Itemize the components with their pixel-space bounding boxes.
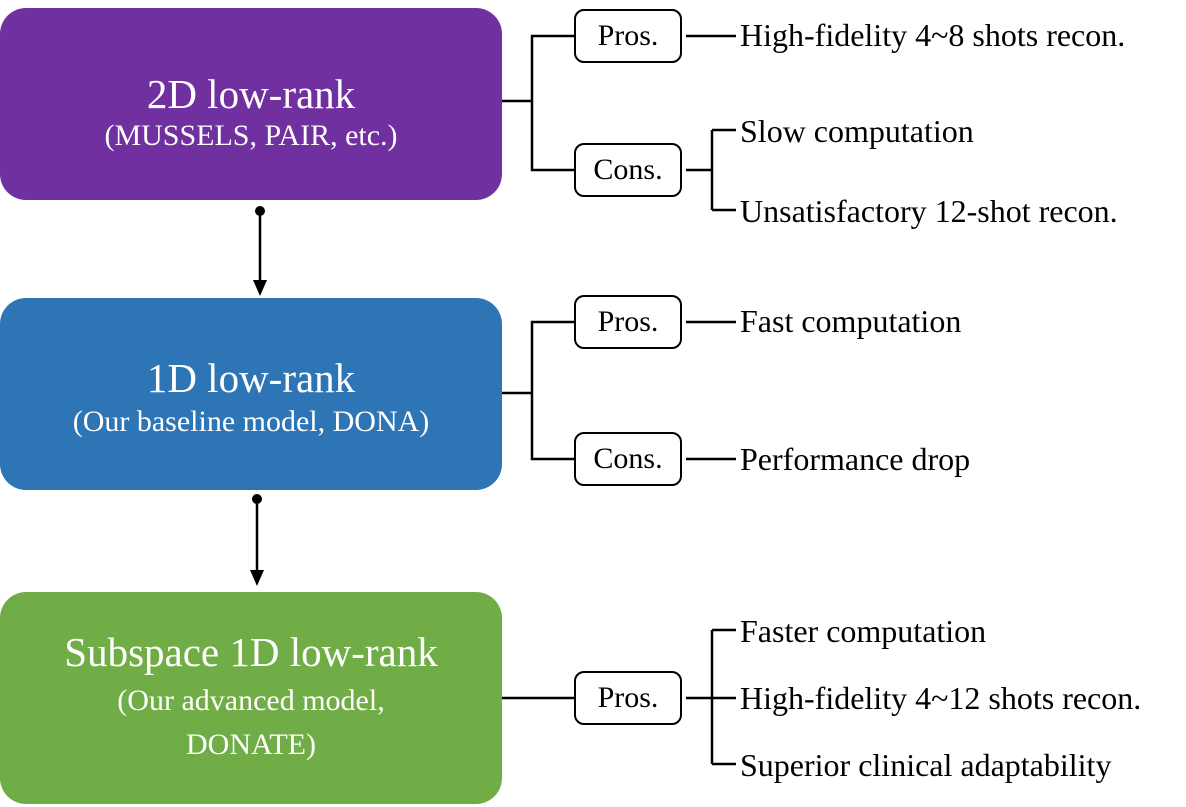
b3-pros-item: High-fidelity 4~12 shots recon. (740, 680, 1142, 716)
box-subtitle-line1: (Our advanced model, (117, 684, 385, 717)
box-1d-low-rank: 1D low-rank (Our baseline model, DONA) (0, 298, 502, 490)
box-subtitle: (MUSSELS, PAIR, etc.) (104, 119, 398, 152)
b2-cons-item: Performance drop (740, 441, 971, 477)
box-title: 1D low-rank (146, 355, 356, 401)
cons-tag-1: Cons. (574, 143, 682, 197)
b1-cons-item: Unsatisfactory 12-shot recon. (740, 193, 1118, 229)
b1-cons-item: Slow computation (740, 113, 974, 149)
b3-pros-item: Faster computation (740, 613, 987, 649)
box-2d-low-rank: 2D low-rank (MUSSELS, PAIR, etc.) (0, 8, 502, 200)
pros-tag-3: Pros. (574, 671, 682, 725)
box-subspace-1d-low-rank: Subspace 1D low-rank (Our advanced model… (0, 592, 502, 804)
box-title: Subspace 1D low-rank (64, 629, 438, 675)
pros-tag-1: Pros. (574, 9, 682, 63)
b3-pros-item: Superior clinical adaptability (740, 747, 1112, 783)
box-subtitle-line2: DONATE) (186, 728, 316, 761)
cons-tag-2: Cons. (574, 432, 682, 486)
b1-pros-item: High-fidelity 4~8 shots recon. (740, 17, 1126, 53)
box-subtitle: (Our baseline model, DONA) (72, 405, 430, 438)
pros-tag-2: Pros. (574, 295, 682, 349)
box-title: 2D low-rank (146, 71, 356, 117)
b2-pros-item: Fast computation (740, 303, 962, 339)
